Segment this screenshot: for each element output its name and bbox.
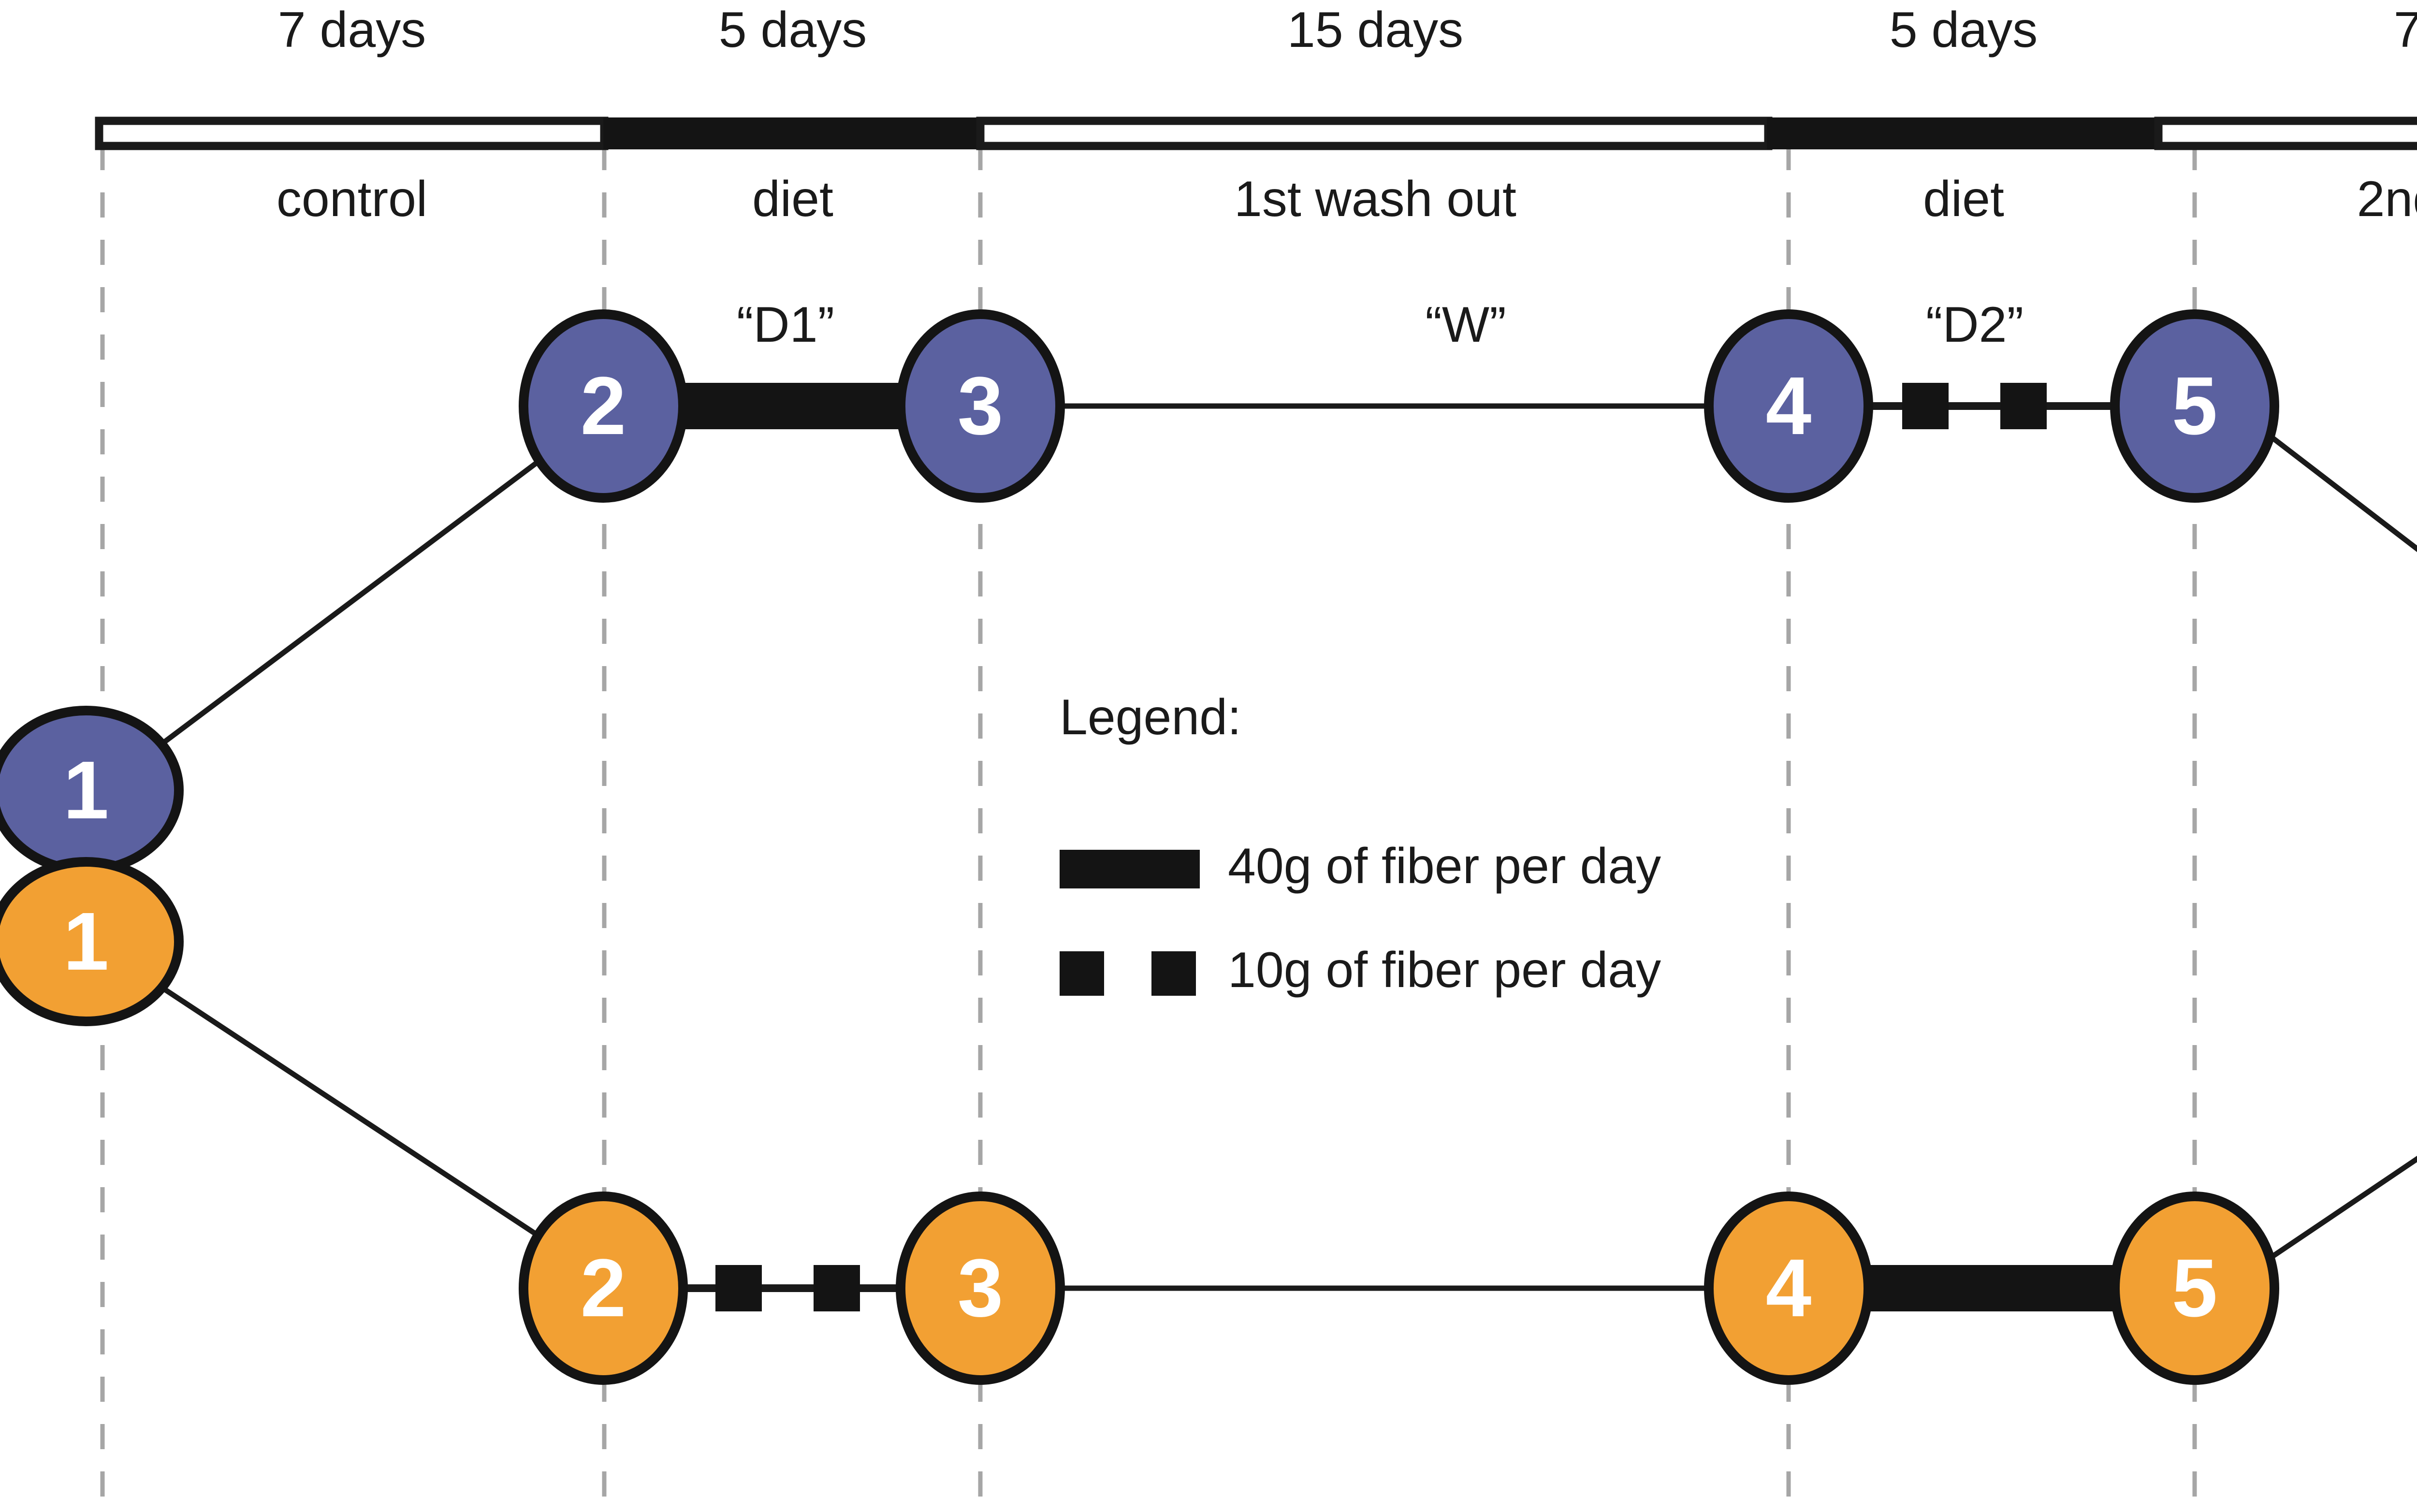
legend-label-40g: 40g of fiber per day [1228, 838, 1661, 894]
arm-b-node-5 [2110, 1192, 2279, 1385]
duration-label-washout-1: 15 days [1287, 2, 1464, 58]
timeline-segment-washout-1 [976, 116, 1773, 150]
arm-b-node-label-5: 5 [2171, 1242, 2218, 1334]
timeline-segment-diet-1 [603, 117, 981, 149]
arm-a-node-label-3: 3 [957, 360, 1004, 452]
period-code-d1: “D1” [736, 297, 835, 353]
phase-label-control: control [276, 171, 428, 227]
timeline-bar [95, 116, 2417, 150]
arm-b-link-5-6 [2270, 1156, 2417, 1259]
arm-b-node-1 [0, 857, 184, 1026]
period-code-d2: “D2” [1925, 297, 2024, 353]
arm-b-links [143, 974, 2417, 1311]
legend-swatches [1060, 850, 1200, 996]
arm-b-link-4-5-thick [1864, 1265, 2154, 1311]
legend-swatch-dashed-2 [1151, 951, 1196, 996]
arm-a-link-4-5-dash-2 [2000, 383, 2047, 429]
arm-b-node-label-4: 4 [1765, 1242, 1812, 1334]
arm-a-link-1-2 [143, 435, 572, 759]
arm-b-node-label-3: 3 [957, 1242, 1004, 1334]
phase-label-washout-1: 1st wash out [1234, 171, 1516, 227]
phase-label-diet-2: diet [1923, 171, 2004, 227]
timeline-segment-washout-2 [2154, 116, 2417, 150]
arm-b-link-1-2 [143, 974, 572, 1259]
arm-b-node-label-1: 1 [63, 896, 109, 988]
arm-a-node-label-5: 5 [2171, 360, 2218, 452]
legend-label-10g: 10g of fiber per day [1228, 942, 1661, 998]
phase-label-diet-1: diet [752, 171, 833, 227]
timeline-segment-diet-2 [1767, 117, 2159, 149]
legend-swatch-dashed-1 [1060, 951, 1104, 996]
period-code-w: “W” [1425, 297, 1506, 353]
arm-a-link-5-6 [2270, 435, 2417, 552]
arm-a-links [143, 383, 2417, 759]
legend-swatch-solid [1060, 850, 1200, 888]
arm-b-node-2 [519, 1192, 688, 1385]
duration-label-washout-2: 7 days [2393, 2, 2417, 58]
arm-a-node-2 [519, 309, 688, 503]
arm-a-node-4 [1704, 309, 1873, 503]
duration-label-diet-1: 5 days [718, 2, 867, 58]
timeline-segment-control [95, 116, 609, 150]
arm-a-node-5 [2110, 309, 2279, 503]
duration-label-diet-2: 5 days [1889, 2, 2038, 58]
arm-a-node-label-2: 2 [580, 360, 626, 452]
arm-b-node-label-2: 2 [580, 1242, 626, 1334]
arm-b-node-3 [896, 1192, 1065, 1385]
arm-b-node-4 [1704, 1192, 1873, 1385]
duration-label-control: 7 days [277, 2, 426, 58]
phase-label-washout-2: 2nd wash out [2357, 171, 2417, 227]
arm-a-node-label-1: 1 [63, 744, 109, 836]
arm-a-node-label-4: 4 [1765, 360, 1812, 452]
arm-a-node-3 [896, 309, 1065, 503]
arm-a-link-4-5-dash-1 [1902, 383, 1949, 429]
legend-title: Legend: [1060, 689, 1241, 745]
arm-b-nodes [0, 857, 2279, 1385]
arm-b-link-2-3-dash-2 [814, 1265, 860, 1311]
arm-b-link-2-3-dash-1 [715, 1265, 762, 1311]
arm-a-link-2-3-thick [643, 383, 942, 429]
